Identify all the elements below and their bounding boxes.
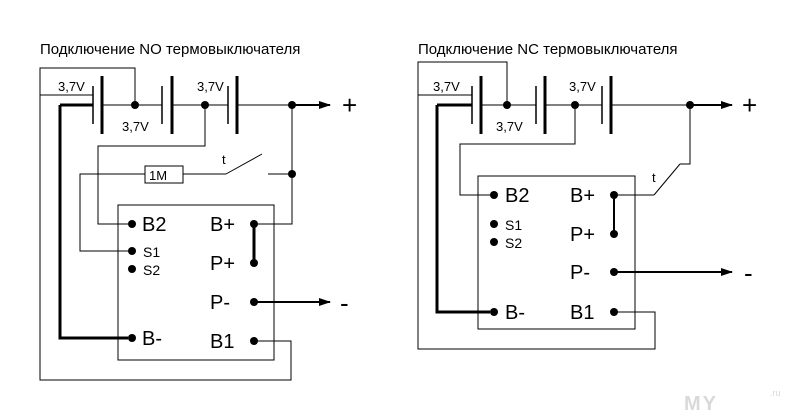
no-minus-sign: - [340,288,349,318]
no-pin-s1: S1 [143,244,160,260]
no-bplus-wire [258,105,293,225]
no-top-wire [39,67,136,105]
no-cell3-label: 3,7V [197,79,224,94]
no-pin-pminus: P- [210,292,230,314]
no-protection-board [117,204,275,361]
no-diagram: Подключение NO термовыключателя 3,7V 3,7… [39,41,357,381]
nc-pin-s2: S2 [505,235,522,251]
nc-b1-wire [417,95,656,350]
nc-thermal-switch [653,163,681,196]
nc-junction-dot [686,101,694,109]
no-pin-b2: B2 [142,214,166,236]
no-junction-dot [201,101,209,109]
nc-pin-bplus: B+ [570,185,595,207]
no-pin-dot [128,247,136,255]
nc-pin-dot [490,220,498,228]
nc-pin-dot [610,230,618,238]
no-plus-sign: + [342,90,357,120]
nc-pin-b1: B1 [570,302,594,324]
no-title: Подключение NO термовыключателя [40,41,300,58]
no-pin-dot [128,220,136,228]
nc-pin-dot [610,308,618,316]
no-junction-dot [131,101,139,109]
no-junction-dot [288,170,296,178]
nc-cell3-label: 3,7V [569,79,596,94]
nc-diagram: Подключение NC термовыключателя 3,7V 3,7… [417,41,757,350]
no-pin-dot [250,259,258,267]
nc-pin-pplus: P+ [570,224,595,246]
no-pin-bminus: B- [142,328,162,350]
no-pin-pplus: P+ [210,253,235,275]
no-cell2-label: 3,7V [122,119,149,134]
no-s1-wire [79,173,145,252]
nc-cell1-label: 3,7V [433,79,460,94]
nc-pin-b2: B2 [505,185,529,207]
nc-pin-dot [610,191,618,199]
nc-pin-dot [490,238,498,246]
no-pin-s2: S2 [143,262,160,278]
nc-pin-dot [490,191,498,199]
no-switch-label: t [222,152,226,167]
nc-cell2-label: 3,7V [496,119,523,134]
nc-pin-pminus: P- [570,262,590,284]
watermark-suffix: .ru [770,388,781,398]
nc-top-wire [417,61,508,105]
nc-plus-sign: + [742,90,757,120]
nc-switch-top-wire [680,105,691,165]
no-b2-wire [97,105,206,225]
nc-pin-bminus: B- [505,302,525,324]
nc-switch-label: t [652,170,656,185]
no-pin-dot [250,337,258,345]
nc-pin-dot [490,308,498,316]
nc-pin-dot [610,268,618,276]
nc-junction-dot [571,101,579,109]
nc-b2-wire [459,105,576,196]
no-pin-dot [250,298,258,306]
no-bminus-wire [58,105,128,340]
no-thermal-switch [225,153,263,175]
nc-pin-s1: S1 [505,217,522,233]
nc-bminus-wire [435,105,490,314]
no-resistor-label: 1M [149,168,167,183]
nc-title: Подключение NC термовыключателя [418,41,678,58]
no-pin-dot [128,265,136,273]
no-pin-dot [250,220,258,228]
no-cell1-label: 3,7V [58,79,85,94]
nc-minus-sign: - [744,258,753,288]
no-pin-dot [128,334,136,342]
watermark: MY [684,393,718,415]
no-pin-b1: B1 [210,331,234,353]
nc-protection-board [477,175,636,330]
nc-junction-dot [503,101,511,109]
no-junction-dot [288,101,296,109]
no-pin-bplus: B+ [210,214,235,236]
no-b1-wire [39,95,292,381]
